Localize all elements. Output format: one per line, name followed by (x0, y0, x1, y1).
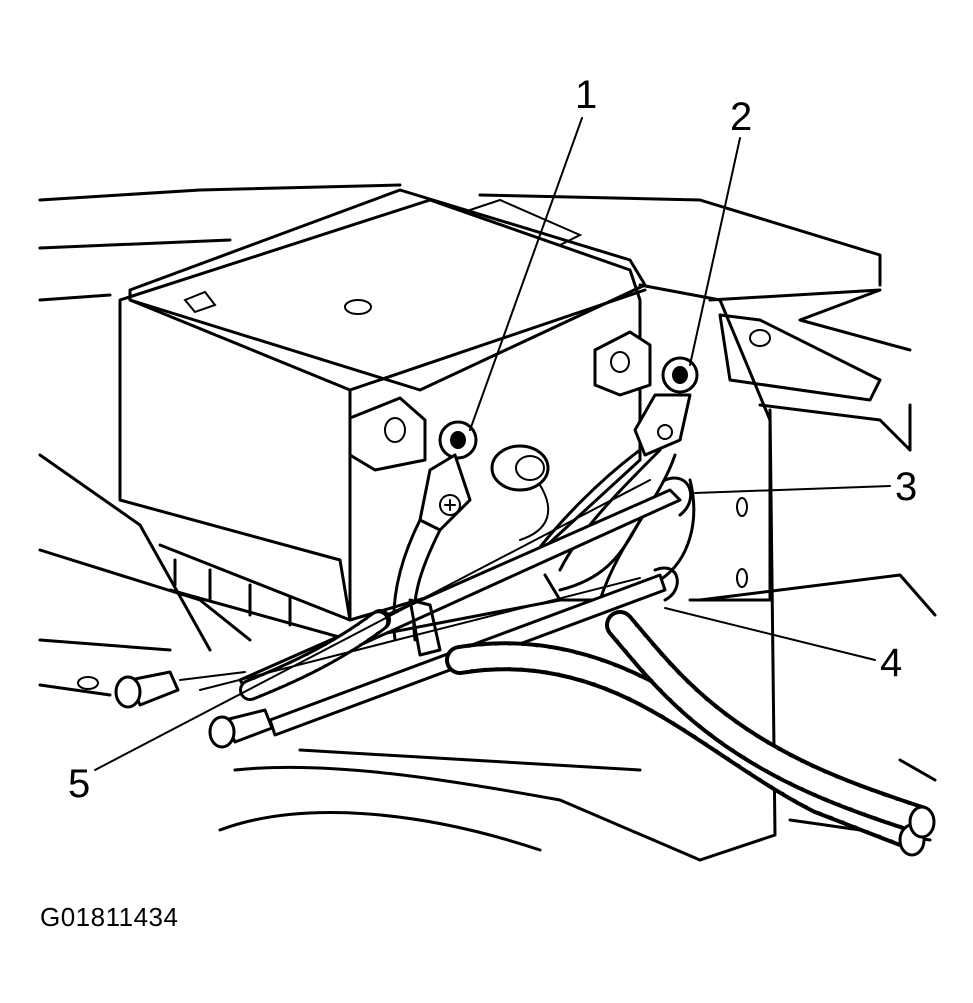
vent-cap-icon (344, 299, 372, 315)
callout-5: 5 (68, 762, 90, 806)
callout-4: 4 (880, 641, 902, 685)
lower-bolt-head-icon (208, 715, 236, 749)
terminal-cap-icon (490, 444, 550, 492)
leader-line-5b (199, 577, 641, 691)
positive-terminal-pad (593, 330, 652, 397)
leader-line-4 (664, 607, 876, 661)
callouts: 1 2 3 4 5 (68, 73, 917, 806)
battery-tray-bracket (638, 283, 882, 602)
retainer-bolts (77, 670, 274, 749)
callout-3: 3 (895, 465, 917, 509)
negative-terminal-pad (348, 396, 427, 472)
figure-id: G01811434 (40, 902, 179, 932)
upper-bolt-head-icon (114, 675, 142, 709)
terminal-hardware (418, 356, 699, 541)
leader-line-5a (94, 479, 651, 771)
leader-lines (94, 117, 891, 771)
callout-1: 1 (575, 73, 597, 117)
battery (118, 188, 652, 642)
leader-line-1 (469, 117, 583, 431)
leader-line-3 (694, 485, 891, 494)
leader-line-2 (689, 137, 741, 366)
callout-2: 2 (730, 95, 752, 139)
wiring-harness (239, 598, 936, 857)
